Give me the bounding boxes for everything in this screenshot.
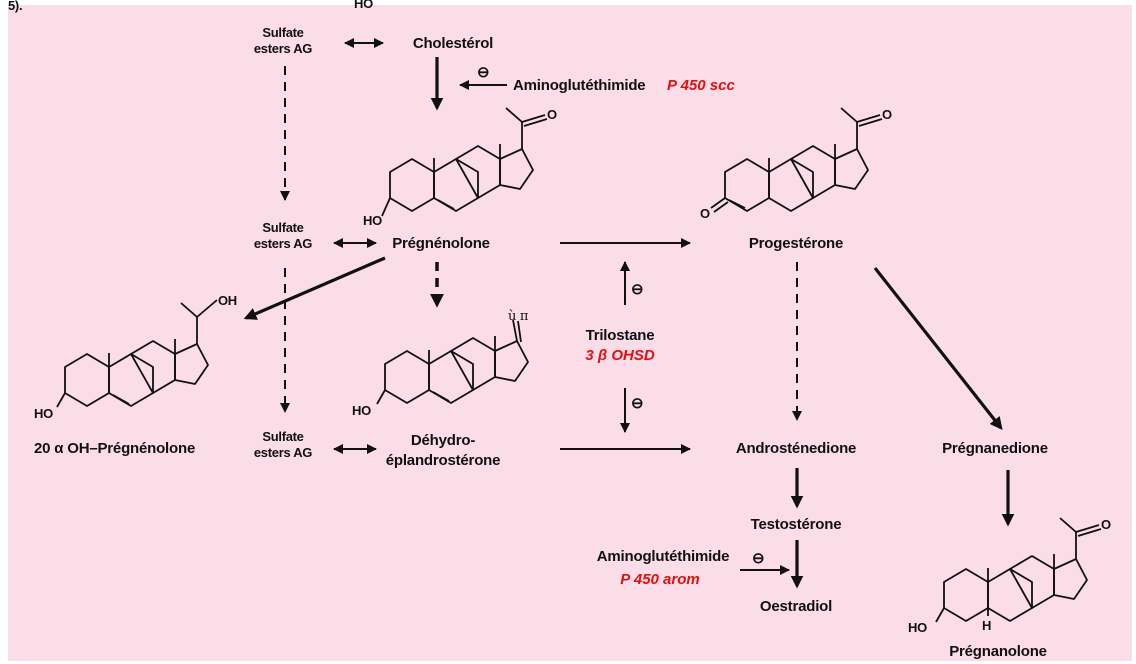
oh-pregnenolone-structure bbox=[56, 299, 218, 408]
trilostane-label: Trilostane bbox=[586, 327, 655, 344]
pregnanolone-structure bbox=[935, 517, 1102, 623]
inhibit-symbol-scc: ⊖ bbox=[477, 64, 489, 81]
inhibit-symbol-down: ⊖ bbox=[631, 395, 643, 412]
dhea-label-line1: Déhydro- bbox=[411, 432, 475, 449]
inhibit-symbol-up: ⊖ bbox=[631, 281, 643, 298]
inhibit-symbol-arom: ⊖ bbox=[752, 550, 764, 567]
diagram-background bbox=[8, 5, 1132, 661]
oh-pregnenolone-hydroxyl: HO bbox=[34, 406, 53, 421]
pregnenolone-label: Prégnénolone bbox=[392, 235, 490, 252]
dhea-ketone-group: ù π bbox=[508, 309, 529, 324]
oh-pregnenolone-hydroxyl-side: OH bbox=[218, 293, 237, 308]
progesterone-oxo: O bbox=[882, 107, 892, 122]
dhea-hydroxyl: HO bbox=[352, 403, 371, 418]
sulfate-esters-mid-line2: esters AG bbox=[254, 236, 312, 251]
sulfate-esters-top-line2: esters AG bbox=[254, 41, 312, 56]
enzyme-3b-ohsd: 3 β OHSD bbox=[585, 347, 654, 364]
testosterone-label: Testostérone bbox=[751, 516, 842, 533]
top-fragment: HO bbox=[354, 0, 373, 11]
pregnanedione-label: Prégnanedione bbox=[942, 440, 1048, 457]
pregnenolone-to-20aoh-arrow bbox=[243, 256, 386, 320]
progesterone-label: Progestérone bbox=[749, 235, 843, 252]
aminoglutethimide-bottom-label: Aminoglutéthimide bbox=[597, 548, 729, 565]
progesterone-ring-oxo: O bbox=[700, 206, 710, 221]
progesterone-to-pregnanedione-arrow bbox=[873, 267, 1003, 431]
pregnanolone-label: Prégnanolone bbox=[949, 643, 1047, 660]
cholesterol-label: Cholestérol bbox=[413, 35, 493, 52]
sulfate-esters-top-line1: Sulfate bbox=[262, 25, 303, 40]
dhea-label-line2: éplandrostérone bbox=[386, 452, 501, 469]
androstenedione-label: Androsténedione bbox=[736, 440, 856, 457]
pregnenolone-hydroxyl: HO bbox=[363, 213, 382, 228]
pregnenolone-structure bbox=[381, 107, 548, 217]
oh-pregnenolone-label: 20 α OH–Prégnénolone bbox=[34, 440, 195, 457]
progesterone-structure bbox=[710, 107, 883, 213]
pregnenolone-oxo: O bbox=[547, 107, 557, 122]
oestradiol-label: Oestradiol bbox=[760, 598, 832, 615]
top-left-fragment: 5). bbox=[8, 0, 22, 13]
enzyme-p450arom: P 450 arom bbox=[620, 571, 700, 588]
dhea-structure bbox=[376, 319, 529, 405]
sulfate-esters-bottom-line2: esters AG bbox=[254, 445, 312, 460]
enzyme-p450scc: P 450 scc bbox=[667, 77, 735, 94]
sulfate-esters-bottom-line1: Sulfate bbox=[262, 429, 303, 444]
aminoglutethimide-top-label: Aminoglutéthimide bbox=[513, 77, 645, 94]
pregnanolone-oxo: O bbox=[1101, 517, 1111, 532]
sulfate-esters-mid-line1: Sulfate bbox=[262, 220, 303, 235]
pregnanolone-hydrogen: H bbox=[982, 618, 991, 633]
pregnanolone-hydroxyl: HO bbox=[908, 620, 927, 635]
